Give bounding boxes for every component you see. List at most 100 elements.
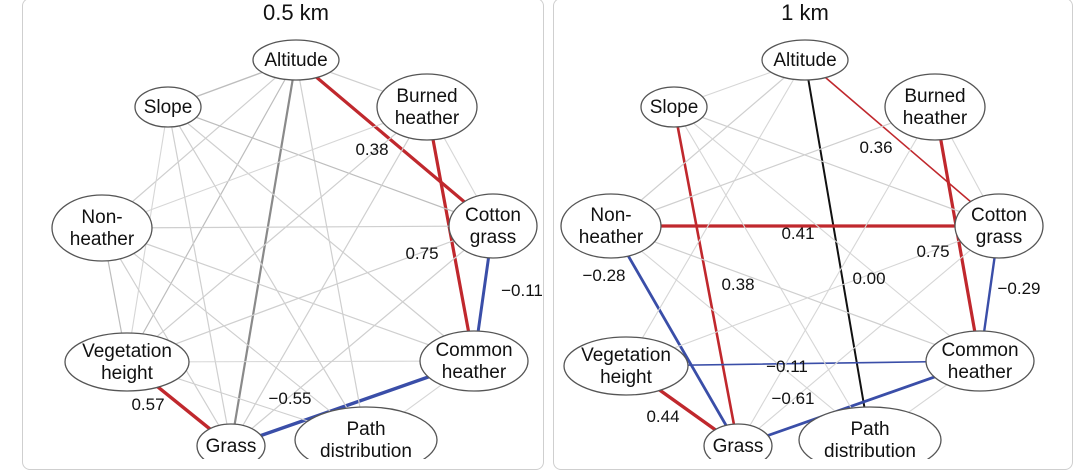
edge-weight-label: 0.38 [355, 140, 388, 159]
node-altitude-label: Altitude [773, 50, 836, 71]
node-common-label: Common [435, 340, 512, 361]
edge-slope-path [673, 106, 871, 441]
edge-weight-label: 0.57 [131, 395, 164, 414]
node-altitude: Altitude [252, 39, 340, 81]
node-altitude-ellipse [252, 39, 340, 81]
edge-altitude-nonheather [610, 59, 806, 227]
node-nonheather-ellipse [51, 194, 153, 262]
node-slope: Slope [640, 86, 708, 128]
edge-weight-label: 0.41 [781, 224, 814, 243]
node-slope-ellipse [640, 86, 708, 128]
edge-nonheather-common [610, 225, 981, 362]
edge-weight-label: −0.61 [771, 389, 814, 408]
node-cotton-label: grass [976, 227, 1022, 248]
node-altitude-ellipse [761, 39, 849, 81]
node-altitude: Altitude [761, 39, 849, 81]
edge-weight-label: 0.75 [916, 242, 949, 261]
node-path-label: distribution [320, 441, 412, 459]
node-burned-label: Burned [396, 86, 457, 107]
edge-altitude-path [804, 59, 871, 441]
edge-nonheather-path [101, 227, 367, 441]
node-altitude-label: Altitude [264, 50, 327, 71]
edge-weight-label: 0.38 [721, 275, 754, 294]
edge-slope-cotton [167, 106, 494, 227]
node-cotton-ellipse [448, 193, 538, 259]
nodes: AltitudeSlopeBurnedheatherNon-heatherCot… [51, 39, 538, 470]
edge-weight-label: 0.44 [646, 407, 679, 426]
node-slope: Slope [134, 86, 202, 128]
node-burned-ellipse [376, 73, 478, 141]
panel-title: 1 km [781, 0, 829, 25]
edge-altitude-vegheight [126, 59, 297, 363]
edge-weight-label: −0.11 [501, 281, 543, 300]
edge-burned-vegheight [126, 106, 428, 363]
node-vegheight-label: height [600, 367, 652, 388]
edge-slope-common [167, 106, 475, 362]
node-common-ellipse [925, 330, 1035, 392]
panel-frame-left [22, 0, 544, 470]
edge-nonheather-cotton [101, 225, 494, 229]
node-nonheather-label: heather [579, 227, 644, 248]
edge-cotton-grass [737, 225, 1000, 447]
node-nonheather-ellipse [560, 193, 662, 259]
node-burned-ellipse [884, 73, 986, 141]
node-path-ellipse [294, 406, 438, 470]
edge-altitude-path [295, 59, 367, 441]
node-burned-label: heather [395, 108, 460, 129]
edge-nonheather-grass [101, 227, 232, 447]
edge-altitude-cotton [804, 59, 1000, 227]
edge-altitude-cotton [294, 58, 495, 228]
edge-weight-label: −0.11 [766, 357, 808, 376]
edge-slope-path [167, 106, 367, 441]
node-grass-label: Grass [713, 436, 764, 457]
node-nonheather-label: heather [70, 229, 135, 250]
node-slope-label: Slope [650, 97, 699, 118]
node-cotton-ellipse [954, 193, 1044, 259]
edge-weight-label: 0.75 [405, 244, 438, 263]
edge-slope-grass [167, 106, 232, 447]
node-nonheather-label: Non- [590, 205, 631, 226]
edge-burned-grass [737, 106, 936, 447]
node-path-label: Path [346, 419, 385, 440]
node-common-ellipse [419, 330, 529, 392]
edge-burned-nonheather [610, 106, 936, 227]
node-grass-label: Grass [206, 436, 257, 457]
node-nonheather-label: Non- [81, 207, 122, 228]
edge-altitude-grass [229, 58, 298, 448]
node-slope-label: Slope [144, 97, 193, 118]
panel-title: 0.5 km [263, 0, 329, 25]
node-path-label: Path [850, 419, 889, 440]
edge-weight-label: 0.00 [852, 269, 885, 288]
edge-altitude-vegheight [625, 59, 806, 367]
node-common-label: heather [948, 362, 1013, 383]
edge-nonheather-common [101, 227, 475, 362]
edge-nonheather-path [610, 225, 871, 441]
edge-slope-common [673, 106, 981, 362]
edge-weight-label: −0.28 [582, 266, 625, 285]
edge-weight-label: −0.55 [268, 389, 311, 408]
node-cotton-label: grass [470, 227, 516, 248]
node-common-label: heather [442, 362, 507, 383]
node-cotton-label: Cotton [971, 205, 1027, 226]
edge-slope-cotton [673, 106, 1000, 227]
edge-burned-grass [230, 106, 428, 447]
edge-nonheather-grass [609, 224, 740, 448]
edge-altitude-nonheather [101, 59, 297, 229]
node-path-ellipse [798, 406, 942, 470]
panel-one-km: 1 kmAltitudeSlopeBurnedheatherNon-heathe… [560, 0, 1044, 470]
edge-vegheight-cotton [625, 225, 1000, 367]
node-path-label: distribution [824, 441, 916, 459]
edge-labels: 0.38 0.75 −0.11 0.57 −0.55 [131, 140, 542, 414]
node-burned-label: Burned [904, 86, 965, 107]
